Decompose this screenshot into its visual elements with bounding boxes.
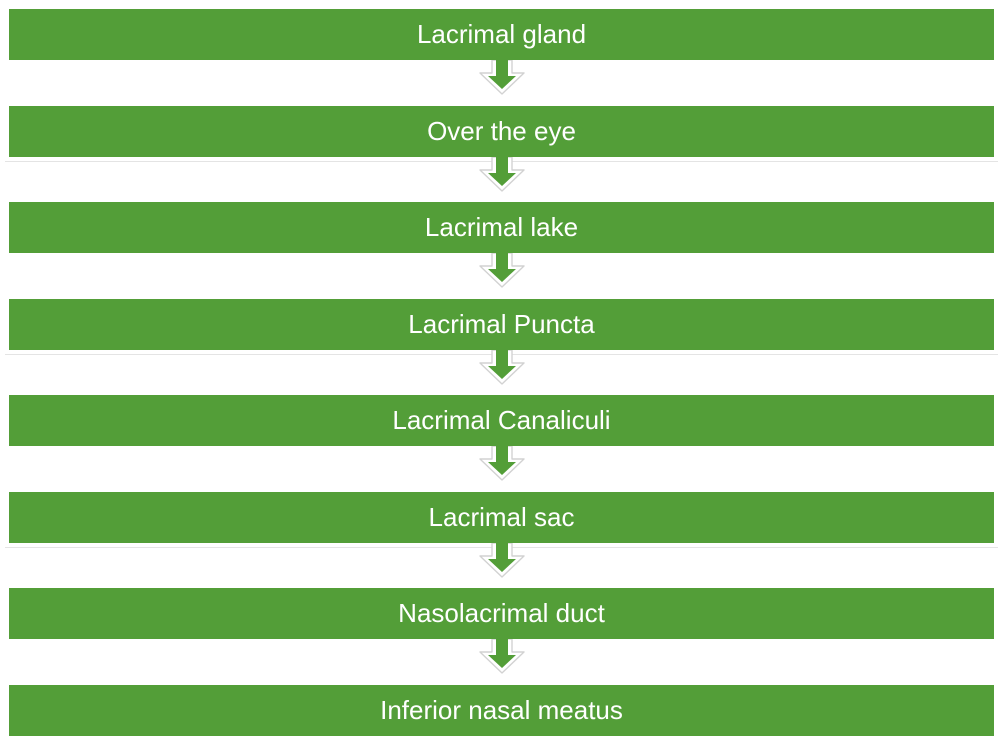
down-arrow-shape <box>479 157 525 192</box>
step-inferior-nasal-meatus: Inferior nasal meatus <box>9 685 994 736</box>
step-lacrimal-lake: Lacrimal lake <box>9 202 994 253</box>
down-arrow-shape <box>479 639 525 674</box>
step-over-the-eye: Over the eye <box>9 106 994 157</box>
down-arrow-icon <box>475 157 529 193</box>
down-arrow-icon <box>475 253 529 289</box>
step-lacrimal-gland: Lacrimal gland <box>9 9 994 60</box>
down-arrow-shape <box>479 253 525 288</box>
down-arrow-shape <box>479 446 525 481</box>
down-arrow-shape <box>479 350 525 385</box>
down-arrow-shape <box>479 543 525 578</box>
down-arrow-icon <box>475 350 529 386</box>
step-lacrimal-sac: Lacrimal sac <box>9 492 994 543</box>
down-arrow-icon <box>475 639 529 675</box>
step-lacrimal-puncta: Lacrimal Puncta <box>9 299 994 350</box>
step-lacrimal-canaliculi: Lacrimal Canaliculi <box>9 395 994 446</box>
step-nasolacrimal-duct: Nasolacrimal duct <box>9 588 994 639</box>
down-arrow-icon <box>475 543 529 579</box>
down-arrow-icon <box>475 446 529 482</box>
down-arrow-shape <box>479 60 525 95</box>
down-arrow-icon <box>475 60 529 96</box>
